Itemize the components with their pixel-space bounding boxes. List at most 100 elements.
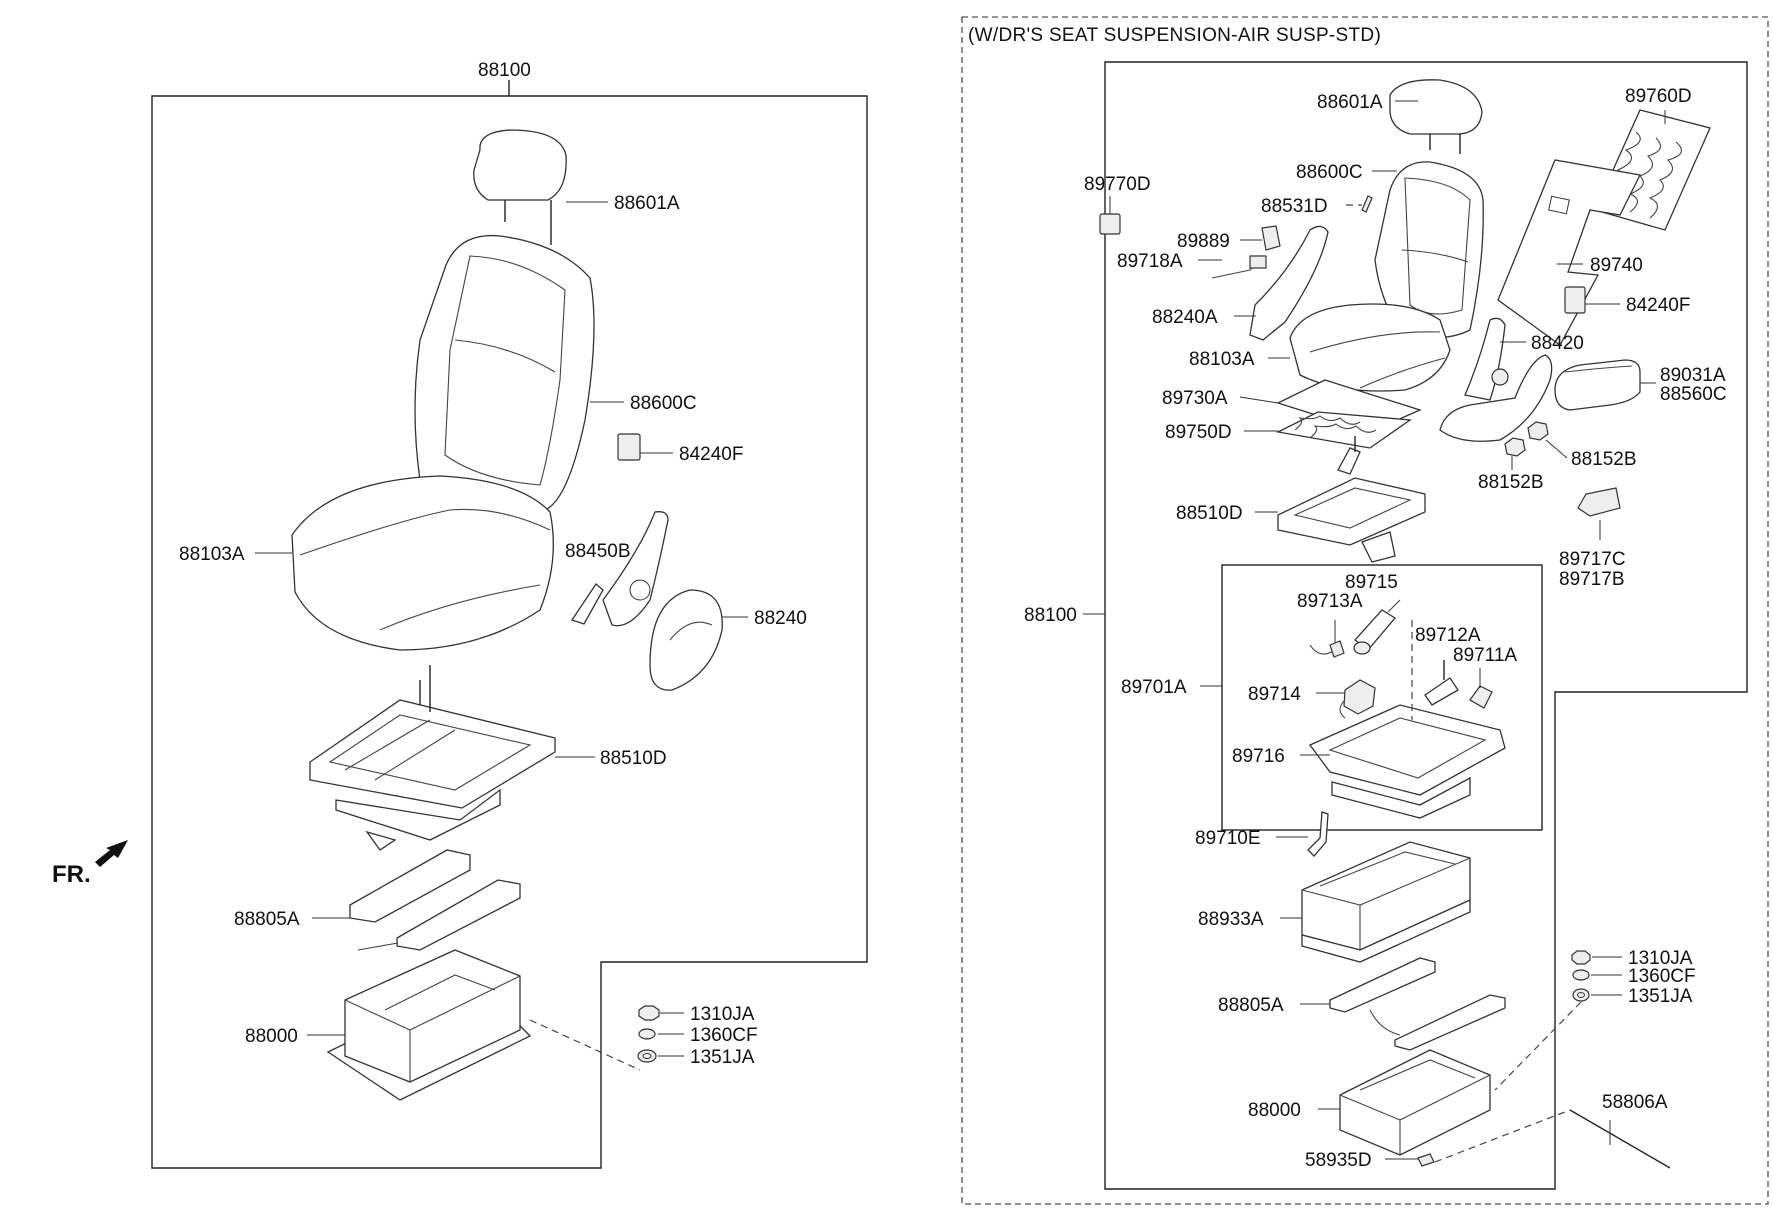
right-clip: [1307, 811, 1329, 857]
right-seat-cushion: [1289, 303, 1451, 392]
left-bolt-label: 1351JA: [690, 1047, 755, 1068]
right-seat-track: [1277, 436, 1426, 563]
suspension-header: (W/DR'S SEAT SUSPENSION-AIR SUSP-STD): [968, 25, 1381, 46]
right-switch-a: [1099, 196, 1121, 235]
right-compressor-label: 89714: [1248, 684, 1301, 705]
right-cover: [1301, 841, 1471, 963]
right-back-pad: [1497, 159, 1641, 346]
right-control-b-label: 89717B: [1559, 569, 1625, 590]
left-recliner-cover: [649, 589, 723, 691]
left-cushion-label: 88103A: [179, 544, 245, 565]
left-switch-label: 84240F: [679, 444, 743, 465]
right-switch-b-label: 84240F: [1626, 295, 1690, 316]
right-mat-label: 89730A: [1162, 388, 1228, 409]
right-knob-a-label: 88152B: [1478, 472, 1544, 493]
right-rod: [1569, 1109, 1671, 1169]
right-bracket-a: [1424, 660, 1459, 706]
right-hardware: [1494, 950, 1622, 1091]
right-bracket-b-label: 89711A: [1453, 645, 1517, 666]
left-assembly-label: 88100: [478, 60, 531, 81]
left-recliner: [570, 511, 669, 627]
left-cover-label: 88240: [754, 608, 807, 629]
right-armrest-b-label: 88560C: [1660, 384, 1727, 405]
right-bracket-a-label: 89712A: [1415, 625, 1481, 646]
left-back-label: 88600C: [630, 393, 697, 414]
left-washer-label: 1360CF: [690, 1025, 758, 1046]
right-stud: [1417, 1153, 1435, 1167]
front-marker: FR.: [52, 861, 91, 888]
right-valve-label: 89713A: [1297, 591, 1363, 612]
left-rails: [349, 849, 521, 951]
right-guide: [1361, 195, 1373, 213]
right-shield-label: 88240A: [1152, 307, 1218, 328]
right-knob-a: [1504, 437, 1526, 457]
right-control-c-label: 89717C: [1559, 549, 1626, 570]
right-track-label: 88510D: [1176, 503, 1243, 524]
right-armrest-a-label: 89031A: [1660, 365, 1726, 386]
right-suspension-label: 89701A: [1121, 677, 1187, 698]
front-direction-arrow-icon: [95, 840, 128, 867]
right-knob-b: [1527, 421, 1549, 441]
right-module-label: 89889: [1177, 231, 1230, 252]
right-stud-label: 58935D: [1305, 1150, 1372, 1171]
left-seat-track: [309, 665, 556, 851]
right-cover-label: 88933A: [1198, 909, 1264, 930]
right-rod-label: 58806A: [1602, 1092, 1668, 1113]
right-recliner: [1439, 317, 1553, 442]
right-washer-label: 1360CF: [1628, 966, 1696, 987]
left-assembly-outline: [151, 95, 868, 1169]
left-switch: [617, 433, 673, 461]
right-bracket-b: [1469, 668, 1493, 709]
right-rail: [1329, 957, 1506, 1051]
right-bolt-label: 1351JA: [1628, 986, 1693, 1007]
left-seat-cushion: [291, 475, 554, 651]
right-module: [1261, 225, 1281, 251]
right-clip-label: 89710E: [1195, 828, 1261, 849]
right-heater-pad-cushion-label: 89750D: [1165, 422, 1232, 443]
right-heater-pad-cushion: [1275, 411, 1412, 449]
right-back-label: 88600C: [1296, 162, 1363, 183]
right-switch-b: [1564, 286, 1586, 314]
right-air-spring-label: 89715: [1345, 572, 1398, 593]
left-seat-group: 88100 88601A 88600C 84240F 8: [52, 60, 868, 1169]
right-air-spring: [1353, 599, 1401, 655]
right-back-pad-label: 89740: [1590, 255, 1643, 276]
left-seat-back: [414, 234, 595, 511]
right-recliner-label: 88420: [1531, 333, 1584, 354]
left-headrest-label: 88601A: [614, 193, 680, 214]
left-recliner-label: 88450B: [565, 541, 631, 562]
right-rail-label: 88805A: [1218, 995, 1284, 1016]
left-nut-label: 1310JA: [690, 1004, 755, 1025]
right-frame-label: 89716: [1232, 746, 1285, 767]
right-assembly-label: 88100: [1024, 605, 1077, 626]
suspension-subassembly-box: [1221, 564, 1543, 831]
right-cushion-label: 88103A: [1189, 349, 1255, 370]
right-switch-a-label: 89770D: [1084, 174, 1151, 195]
right-guide-label: 88531D: [1261, 196, 1328, 217]
right-control: [1577, 487, 1621, 540]
right-headrest-label: 88601A: [1317, 92, 1383, 113]
right-assembly-outline: [1104, 61, 1748, 1190]
right-shield: [1249, 225, 1329, 341]
right-nut-label: 1310JA: [1628, 948, 1693, 969]
right-suspension-frame: [1308, 620, 1506, 819]
left-headrest: [473, 129, 567, 245]
right-seat-group: (W/DR'S SEAT SUSPENSION-AIR SUSP-STD) 88…: [961, 16, 1769, 1205]
right-valve: [1309, 620, 1345, 658]
right-harness-label: 89718A: [1117, 251, 1183, 272]
right-compressor: [1339, 679, 1376, 719]
right-knob-b-label: 88152B: [1571, 449, 1637, 470]
left-rail-label: 88805A: [234, 909, 300, 930]
left-riser: [326, 949, 532, 1101]
right-riser: [1339, 1049, 1491, 1156]
right-riser-label: 88000: [1248, 1100, 1301, 1121]
left-track-label: 88510D: [600, 748, 667, 769]
left-hardware: [637, 1005, 684, 1063]
right-headrest: [1389, 79, 1483, 154]
right-harness: [1211, 255, 1267, 279]
left-riser-label: 88000: [245, 1026, 298, 1047]
right-dashed-frame: [961, 16, 1769, 1205]
right-armrest: [1554, 359, 1641, 411]
right-heater-pad-back-label: 89760D: [1625, 86, 1692, 107]
